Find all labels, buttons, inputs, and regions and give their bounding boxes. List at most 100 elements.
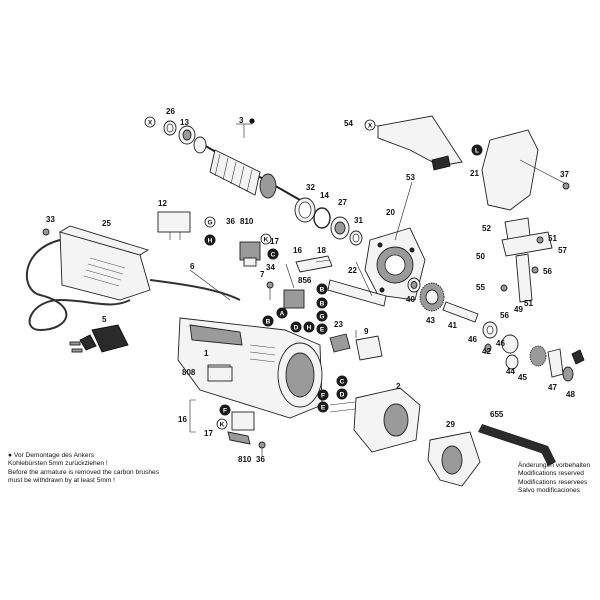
brush-holder-16a (239, 241, 261, 267)
badge-c-2: C (336, 375, 348, 387)
part-number-16b: 16 (178, 415, 187, 424)
svg-text:F: F (223, 407, 227, 414)
part-number-856: 856 (298, 276, 312, 285)
ring-14 (313, 207, 331, 229)
svg-text:G: G (319, 313, 324, 320)
svg-text:E: E (321, 404, 326, 411)
badge-b-2: B (316, 297, 328, 309)
part-number-3: 3 (239, 116, 244, 125)
note-line-de-2: Kohlebürsten 5mm zurückziehen ! (8, 460, 108, 468)
part-number-5: 5 (102, 315, 107, 324)
part-number-42: 42 (482, 347, 491, 356)
svg-text:K: K (264, 236, 269, 243)
tube-50 (515, 236, 544, 303)
part-number-17b: 17 (204, 429, 213, 438)
part-number-20: 20 (386, 208, 395, 217)
part-number-50: 50 (476, 252, 485, 261)
badge-d-2: D (336, 388, 348, 400)
part-number-56b: 56 (500, 311, 509, 320)
part-number-47: 47 (548, 383, 557, 392)
part-number-29: 29 (446, 420, 455, 429)
part-number-810b: 810 (238, 455, 252, 464)
gear-43 (419, 282, 445, 312)
part-number-49: 49 (514, 305, 523, 314)
part-number-22: 22 (348, 266, 357, 275)
badge-h-1: H (204, 234, 216, 246)
screw-34 (266, 281, 274, 300)
badge-h-2: H (303, 321, 315, 333)
part-number-36b: 36 (256, 455, 265, 464)
svg-text:B: B (320, 300, 325, 307)
part-number-34: 34 (266, 263, 275, 272)
part-number-9: 9 (364, 327, 369, 336)
svg-text:A: A (280, 310, 285, 317)
badge-b-1: B (316, 283, 328, 295)
svg-text:H: H (208, 237, 213, 244)
part-number-54: 54 (344, 119, 353, 128)
motor-housing (177, 317, 323, 419)
part-number-36a: 36 (226, 217, 235, 226)
part-number-12: 12 (158, 199, 167, 208)
part-number-27: 27 (338, 198, 347, 207)
part-number-31: 31 (354, 216, 363, 225)
capacitor-12 (157, 211, 191, 240)
part-number-21: 21 (470, 169, 479, 178)
shaft-41 (442, 301, 479, 323)
part-number-46a: 46 (468, 335, 477, 344)
svg-text:G: G (207, 219, 212, 226)
badge-e-1: E (316, 323, 328, 335)
badge-f-1: F (317, 389, 329, 401)
part-number-55: 55 (476, 283, 485, 292)
cutter-47 (547, 348, 564, 378)
part-number-23: 23 (334, 320, 343, 329)
badge-b-3: B (262, 315, 274, 327)
svg-text:H: H (307, 324, 312, 331)
svg-text:F: F (321, 392, 325, 399)
badge-a-1: A (276, 307, 288, 319)
part-number-40: 40 (406, 295, 415, 304)
part-number-1: 1 (204, 349, 209, 358)
lever-18 (295, 255, 333, 273)
badge-g-2: G (316, 310, 328, 322)
part-number-56: 56 (543, 267, 552, 276)
note-line-de: Änderungen vorbehalten (518, 462, 591, 469)
note-line-de-1: ● Vor Demontage des Ankers (8, 452, 95, 459)
part-number-51a: 51 (548, 234, 557, 243)
armature-removal-note: ● Vor Demontage des Ankers Kohlebürsten … (8, 452, 159, 486)
washer-42 (484, 343, 492, 353)
part-number-57: 57 (558, 246, 567, 255)
washer-32 (294, 197, 316, 223)
part-number-32: 32 (306, 183, 315, 192)
badge-k-1: K (260, 233, 272, 245)
part-number-655: 655 (490, 410, 504, 419)
svg-text:B: B (320, 286, 325, 293)
svg-text:X: X (148, 119, 153, 126)
badge-f-2: F (219, 404, 231, 416)
part-number-51b: 51 (524, 299, 533, 308)
blade-guard (364, 115, 463, 171)
svg-text:E: E (320, 326, 325, 333)
badge-x-1: X (144, 116, 156, 128)
guard-29 (427, 431, 481, 487)
badge-e-2: E (317, 401, 329, 413)
switch-856 (283, 289, 305, 309)
washer-46a (482, 321, 498, 339)
note-line-fr: Modifications reservees (518, 478, 588, 486)
bearing-26 (163, 120, 177, 136)
part-number-37: 37 (560, 170, 569, 179)
ring-46b (501, 334, 519, 354)
bracket-52 (501, 217, 553, 257)
bearing-40 (407, 277, 421, 293)
bearing-13 (178, 125, 196, 145)
rear-cover (42, 225, 151, 301)
badge-c-1: C (267, 248, 279, 260)
svg-text:D: D (340, 391, 345, 398)
nut-48 (562, 366, 574, 382)
svg-text:C: C (271, 251, 276, 258)
label-9 (355, 335, 383, 361)
badge-k-2: K (216, 418, 228, 430)
part-number-25: 25 (102, 219, 111, 228)
svg-text:L: L (475, 147, 479, 154)
part-number-7: 7 (260, 270, 265, 279)
